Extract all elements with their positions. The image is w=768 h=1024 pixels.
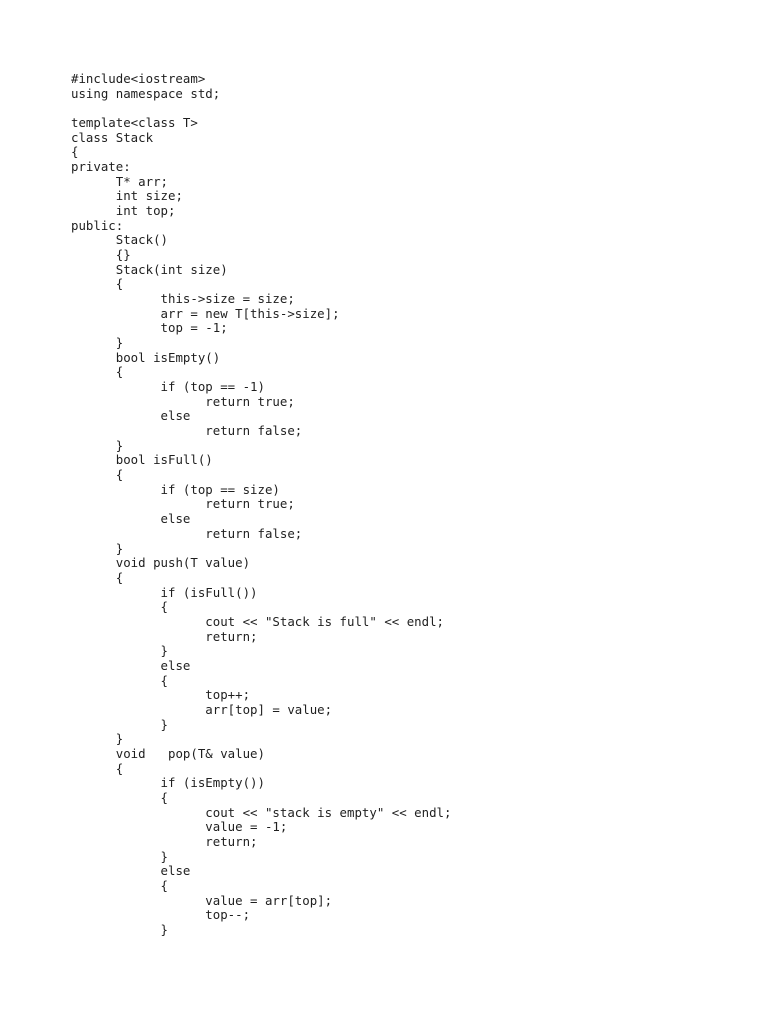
code-line: } [71,731,124,747]
code-line: return false; [71,423,303,439]
code-line: value = arr[top]; [71,892,333,908]
code-line: return true; [71,496,295,512]
code-line: bool isFull() [71,452,213,468]
code-line: void push(T value) [71,555,251,571]
code-line: top++; [71,687,251,703]
code-line: {} [71,247,131,263]
code-line [71,101,451,116]
code-line: value = -1; [71,819,288,835]
code-line: } [71,335,124,351]
code-line: { [71,877,168,893]
code-line: cout << "Stack is full" << endl; [71,613,444,629]
code-line: } [71,643,168,659]
code-line: return true; [71,393,295,409]
code-line: arr = new T[this->size]; [71,305,340,321]
code-line: { [71,569,124,585]
code-listing: #include<iostream>using namespace std; te… [71,71,452,938]
code-line: void pop(T& value) [71,745,265,761]
code-line: { [71,760,124,776]
code-line: } [71,716,168,732]
code-line: bool isEmpty() [71,349,221,365]
code-line: { [71,364,124,380]
code-line: { [71,144,79,160]
code-line: if (top == -1) [71,379,265,395]
code-line: Stack() [71,232,168,248]
code-line: } [71,848,168,864]
code-line: Stack(int size) [71,261,228,277]
code-line: else [71,657,191,673]
code-line: if (top == size) [71,481,280,497]
code-line: { [71,789,168,805]
code-line: if (isEmpty()) [71,775,265,791]
code-line: this->size = size; [71,291,295,307]
code-line: else [71,408,191,424]
code-line: else [71,511,191,527]
code-line: return; [71,628,258,644]
code-line: T* arr; [71,173,168,189]
code-line: { [71,672,168,688]
code-line: return false; [71,525,303,541]
code-line: using namespace std; [71,85,221,101]
code-line: return; [71,833,258,849]
code-line: cout << "stack is empty" << endl; [71,804,452,820]
code-line: top--; [71,907,251,923]
code-line: arr[top] = value; [71,701,333,717]
code-line: private: [71,159,131,175]
code-line: template<class T> [71,115,198,131]
code-line: { [71,467,124,483]
code-line: int top; [71,203,176,219]
code-line: if (isFull()) [71,584,258,600]
code-line: public: [71,217,124,233]
code-line: class Stack [71,129,154,145]
code-line: { [71,276,124,292]
code-line: top = -1; [71,320,228,336]
code-line: } [71,921,168,937]
code-line: } [71,437,124,453]
code-line: else [71,863,191,879]
code-line: #include<iostream> [71,71,206,86]
code-line: { [71,599,168,615]
code-line: } [71,540,124,556]
code-line: int size; [71,188,183,204]
